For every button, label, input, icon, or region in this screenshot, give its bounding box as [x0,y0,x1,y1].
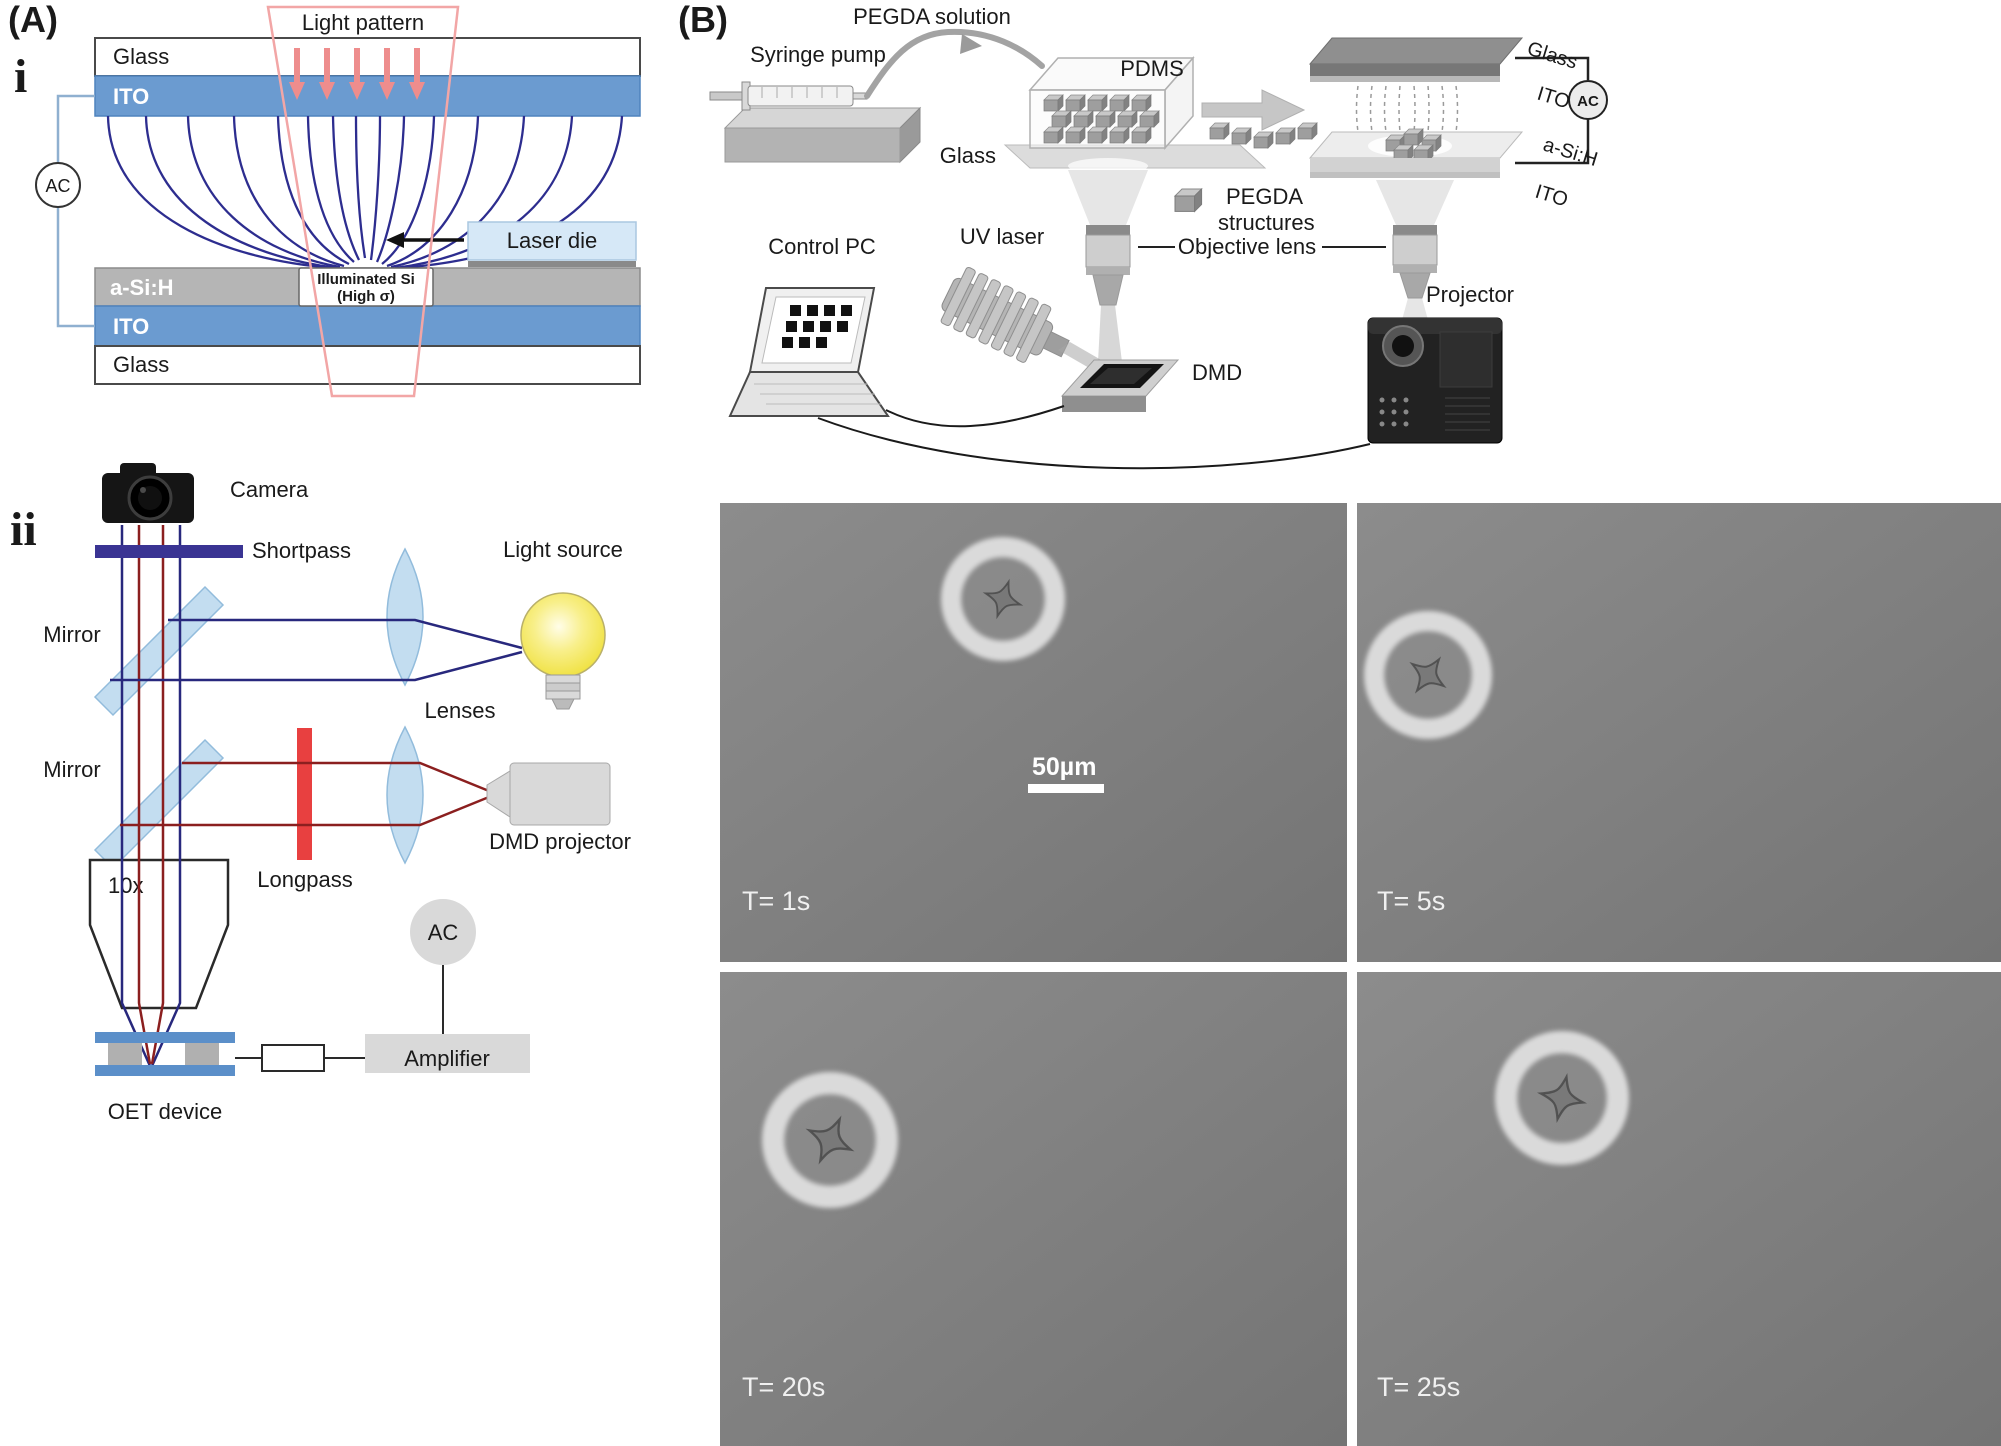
frame-time-label: T= 25s [1377,1372,1460,1402]
lens-top-icon [386,547,424,687]
syringe-pump-label: Syringe pump [750,42,886,67]
mirror-bottom-label: Mirror [43,757,100,782]
glass-top-layer [94,37,641,77]
high-sigma-label: (High σ) [337,288,395,305]
asih-label: a-Si:H [1541,134,1601,171]
pdms-label: PDMS [1120,56,1184,81]
micrograph-panel-3: T= 20s [720,972,1347,1446]
ito-top-layer [94,75,641,117]
panel-a-ii-diagram: ii Camera 10x [10,463,631,1124]
light-source-label: Light source [503,537,623,562]
amplifier-box [365,1034,530,1073]
projector-label: Projector [1426,282,1514,307]
frame-time-label: T= 1s [742,886,810,916]
ito-top-label: ITO [113,84,149,109]
ac-circuit: AC [1515,56,1608,165]
field-lines [106,115,624,270]
ito-bottom-layer [94,305,641,347]
mirror-bottom-icon [93,738,225,870]
light-bulb-icon [520,592,606,710]
objective-lens-label: Objective lens [1178,234,1316,259]
dmd-projector-icon [486,762,611,826]
camera-label: Camera [230,477,309,502]
pegda-solution-label: PEGDA solution [853,4,1011,29]
lens-bottom-icon [386,725,424,865]
sub-i-label: i [14,50,27,103]
oet-device-icon [95,1032,235,1076]
glass-top-label: Glass [1525,38,1580,74]
micrograph-grid: 50µm T= 1s T= 5s T= 20s [720,503,2001,1446]
ac-label: AC [428,920,459,945]
illuminated-si-label: Illuminated Si [317,271,415,288]
oet-device-label: OET device [108,1099,223,1124]
light-pattern-label: Light pattern [302,10,424,35]
shortpass-filter [95,545,243,558]
dmd-projector-label: DMD projector [489,829,631,854]
syringe-pump-icon [709,81,922,164]
micrograph-panel-1: 50µm T= 1s [720,503,1347,962]
lenses-label: Lenses [425,698,496,723]
objective-mag-label: 10x [108,873,143,898]
panel-b-label: (B) [678,0,728,40]
ito-bottom-label: ITO [1533,181,1571,212]
dmd-label: DMD [1192,360,1242,385]
glass-top-label: Glass [113,44,169,69]
glass-bottom-layer [94,345,641,385]
device-stack [1308,37,1524,178]
pegda-structures-line1: PEGDA [1226,184,1303,209]
shortpass-label: Shortpass [252,538,351,563]
scale-bar: 50µm [1028,753,1104,793]
glass-bottom-label: Glass [113,352,169,377]
amplifier-circuit: AC Amplifier [235,899,530,1073]
scale-label: 50µm [1032,753,1096,781]
panel-a-i-diagram: (A) i [8,0,641,398]
pegda-structures-line2: structures [1218,210,1315,235]
longpass-label: Longpass [257,867,352,892]
light-cones [1068,158,1454,362]
uv-laser-label: UV laser [960,224,1044,249]
objective-lens-left-icon [1085,225,1131,306]
ac-source: AC [35,94,95,328]
micrograph-panel-2: T= 5s [1357,503,2001,962]
light-pattern-cone [266,5,460,398]
ac-label: AC [45,176,70,196]
camera-icon [102,463,194,523]
uv-laser-icon [940,266,1070,363]
laser-die: Laser die [386,221,637,267]
pegda-structures-legend: PEGDA structures [1174,184,1315,235]
ac-label: AC [1577,93,1599,110]
ac-circle [410,899,476,965]
asih-label: a-Si:H [110,275,174,300]
frame-time-label: T= 5s [1377,886,1445,916]
control-pc-icon [728,287,890,417]
laser-die-label: Laser die [507,228,598,253]
dmd-chip-icon [1060,359,1180,412]
frame-time-label: T= 20s [742,1372,825,1402]
amplifier-label: Amplifier [404,1046,490,1071]
panel-b-setup-diagram: (B) Syringe pump PEGDA solution [678,0,1608,470]
longpass-filter [297,728,312,860]
illuminated-si-box: Illuminated Si (High σ) [298,267,434,307]
glass-slide-label: Glass [940,143,996,168]
projector-icon [1367,317,1503,444]
mirror-top-icon [93,585,225,717]
sub-ii-label: ii [10,503,37,556]
cable-pc-dmd [885,405,1065,428]
objective-10x: 10x [88,858,230,1010]
micrograph-panel-4: T= 25s [1357,972,2001,1446]
cable-pc-projector [817,417,1371,470]
pdms-chamber [1028,56,1195,150]
ito-top-label: ITO [1535,83,1573,114]
light-pattern-arrows [289,48,425,100]
objective-lens-right-icon [1392,225,1438,299]
control-pc-label: Control PC [768,234,876,259]
mirror-top-label: Mirror [43,622,100,647]
panel-a-label: (A) [8,0,58,40]
transfer-arrow [1201,89,1318,149]
tubing [864,28,1045,99]
ito-bottom-label: ITO [113,314,149,339]
